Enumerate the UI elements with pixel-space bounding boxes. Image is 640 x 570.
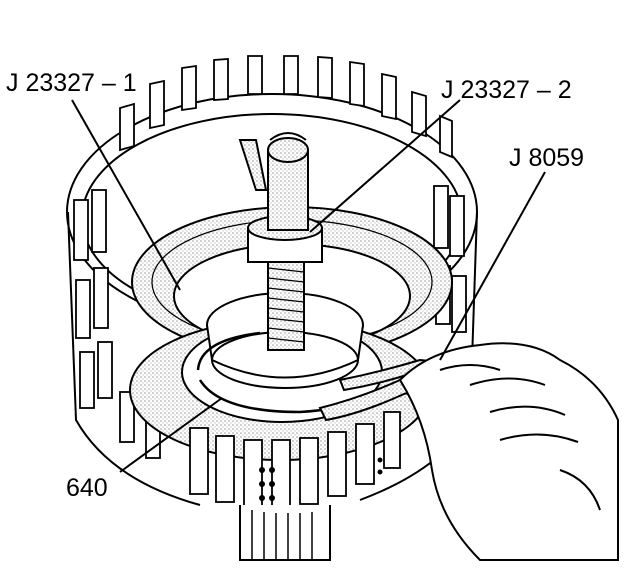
drum-back-splines bbox=[119, 55, 453, 159]
spline-holes bbox=[259, 457, 383, 501]
callout-j8059: J 8059 bbox=[509, 144, 585, 172]
compressor-screw bbox=[238, 132, 323, 351]
callout-j23327-2: J 23327 – 2 bbox=[441, 76, 572, 104]
leader-lines bbox=[71, 99, 546, 473]
hand bbox=[398, 342, 619, 561]
output-shaft bbox=[239, 505, 331, 561]
drum-left-splines bbox=[73, 189, 161, 459]
callout-640: 640 bbox=[66, 474, 108, 502]
callout-j23327-1: J 23327 – 1 bbox=[6, 69, 137, 97]
